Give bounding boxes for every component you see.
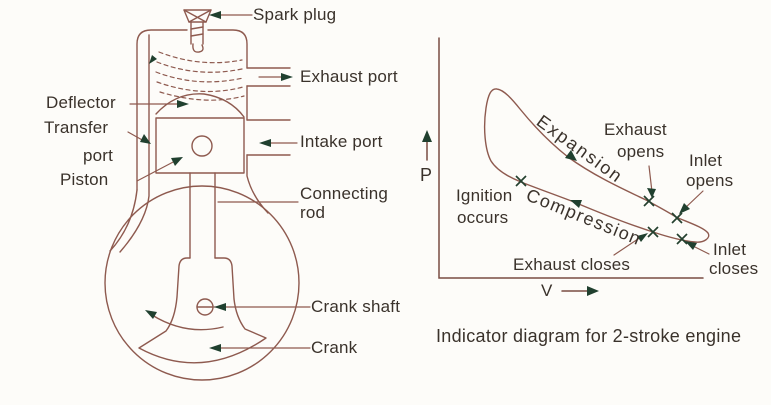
pv-axes bbox=[438, 37, 704, 279]
inlet-closes-arrowhead bbox=[685, 241, 697, 250]
exhaust-flow-arrowhead bbox=[281, 73, 293, 81]
crankcase-circle bbox=[104, 185, 300, 381]
inlet-closes-label-line2: closes bbox=[709, 259, 759, 278]
deflector-label: Deflector bbox=[46, 93, 116, 112]
engine-arrowheads bbox=[140, 11, 293, 352]
exhaust-opens-arrowhead bbox=[647, 188, 656, 198]
piston-leader bbox=[136, 159, 178, 182]
piston-label: Piston bbox=[60, 170, 109, 189]
rotation-arrow-arc bbox=[151, 314, 224, 331]
rotation-arrowhead bbox=[145, 310, 157, 319]
gas-flow-dashes bbox=[155, 51, 245, 101]
connecting-rod-label-line2: rod bbox=[300, 203, 326, 222]
transfer-port-label-line2: port bbox=[83, 146, 114, 165]
exhaust-port-lines bbox=[246, 67, 291, 87]
exhaust-opens-label-line1: Exhaust bbox=[604, 120, 667, 139]
v-axis-arrowhead bbox=[587, 286, 599, 296]
inlet-opens-arrowhead bbox=[679, 203, 690, 214]
crankshaft-circle bbox=[196, 298, 214, 316]
ignition-label-line1: Ignition bbox=[456, 186, 513, 205]
exhaust-opens-label-line2: opens bbox=[617, 142, 665, 161]
exhaust-closes-leader bbox=[613, 236, 642, 256]
crank-label: Crank bbox=[311, 338, 358, 357]
compression-dir-arrowhead bbox=[570, 200, 582, 208]
intake-port-label: Intake port bbox=[300, 132, 383, 151]
spark-plug-label: Spark plug bbox=[253, 5, 337, 24]
exhaust-closes-arrowhead bbox=[637, 233, 648, 242]
pv-caption: Indicator diagram for 2-stroke engine bbox=[436, 326, 742, 346]
exhaust-opens-mark bbox=[643, 195, 655, 207]
inlet-opens-mark bbox=[671, 212, 683, 224]
transfer-arrowhead bbox=[140, 134, 151, 144]
crank-arrowhead bbox=[209, 344, 221, 352]
intake-port-lines bbox=[246, 119, 291, 156]
piston-drawing bbox=[155, 117, 245, 174]
deflector-curve bbox=[155, 93, 245, 118]
ignition-mark bbox=[515, 175, 527, 187]
flow-dash-arrowhead bbox=[149, 55, 157, 64]
leader-lines bbox=[127, 14, 311, 349]
engine-cross-section bbox=[104, 9, 311, 381]
deflector-arrowhead bbox=[177, 100, 189, 108]
cylinder-outline bbox=[109, 29, 269, 253]
exhaust-closes-mark bbox=[647, 226, 659, 238]
pv-arrowheads bbox=[422, 130, 697, 296]
pv-diagram bbox=[426, 37, 704, 292]
pv-event-marks bbox=[515, 175, 688, 245]
exhaust-closes-label: Exhaust closes bbox=[513, 255, 631, 274]
exhaust-port-label: Exhaust port bbox=[300, 67, 398, 86]
piston-arrowhead bbox=[171, 157, 183, 166]
inlet-closes-mark bbox=[676, 233, 688, 245]
transfer-port-label-line1: Transfer bbox=[44, 118, 109, 137]
spark-plug-drawing bbox=[183, 9, 212, 53]
inlet-opens-label-line1: Inlet bbox=[689, 151, 723, 170]
crank-web-drawing bbox=[138, 257, 267, 364]
intake-flow-arrowhead bbox=[259, 139, 271, 147]
spark-plug-arrowhead bbox=[209, 11, 221, 19]
inlet-closes-label-line1: Inlet bbox=[713, 240, 747, 259]
connecting-rod-label-line1: Connecting bbox=[300, 184, 389, 203]
crank-shaft-arrowhead bbox=[214, 303, 226, 311]
exhaust-opens-leader bbox=[648, 165, 653, 193]
p-axis-arrowhead bbox=[422, 130, 432, 142]
p-axis-label: P bbox=[420, 165, 433, 185]
inlet-opens-label-line2: opens bbox=[686, 171, 734, 190]
crank-shaft-label: Crank shaft bbox=[311, 297, 401, 316]
v-axis-label: V bbox=[541, 281, 553, 300]
expansion-dir-arrowhead bbox=[565, 150, 577, 161]
ignition-label-line2: occurs bbox=[457, 208, 509, 227]
